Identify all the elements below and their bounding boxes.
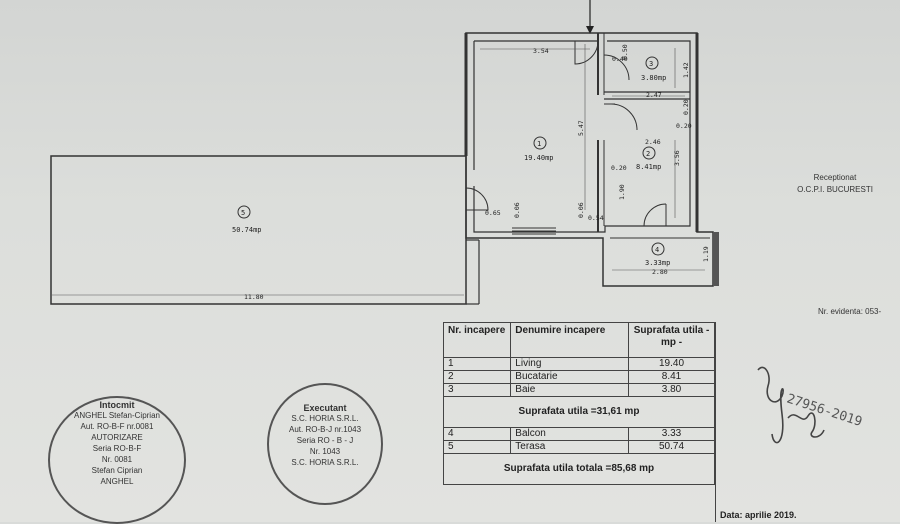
- row-val: 50.74: [628, 440, 715, 454]
- room-5-number: 5: [241, 209, 245, 217]
- dim-1180: 11.80: [244, 293, 264, 301]
- row-nr: 4: [442, 427, 512, 441]
- row-name: Baie: [510, 383, 630, 397]
- stamp-executant: Executant S.C. HORIA S.R.L. Aut. RO-B-J …: [267, 383, 383, 505]
- header-denumire: Denumire incapere: [510, 322, 630, 358]
- table-header: Nr. incapere Denumire incapere Suprafata…: [442, 322, 715, 358]
- stamp2-title: Executant: [303, 403, 347, 413]
- nr-evidenta: Nr. evidenta: 053-: [818, 307, 882, 316]
- room-2-number: 2: [646, 150, 650, 158]
- stamp2-line3: Seria RO - B - J: [296, 436, 354, 445]
- entry-arrow-head: [586, 26, 594, 34]
- stamp1-line1: ANGHEL Stefan-Ciprian: [74, 411, 160, 420]
- row-nr: 1: [442, 357, 512, 371]
- dim-020b: 0.20: [676, 122, 692, 130]
- table-row: 5 Terasa 50.74: [442, 440, 715, 454]
- subtotal-text: Suprafata utila =31,61 mp: [443, 396, 715, 428]
- stamp2-line4: Nr. 1043: [309, 447, 341, 456]
- table-row: 4 Balcon 3.33: [442, 427, 715, 441]
- room-1-number: 1: [537, 140, 541, 148]
- table-row: 2 Bucatarie 8.41: [442, 370, 715, 384]
- row-nr: 5: [442, 440, 512, 454]
- stamp1-title: Intocmit: [99, 400, 135, 410]
- dim-356: 3.56: [673, 150, 681, 166]
- balcony-hatch: [713, 232, 719, 286]
- room-3-area: 3.80mp: [641, 74, 666, 82]
- dim-065: 0.65: [485, 209, 501, 217]
- table-row: 1 Living 19.40: [442, 357, 715, 371]
- terrace-door: [465, 187, 489, 211]
- dim-006b: 0.06: [577, 202, 585, 218]
- floor-plan: 5 50.74mp 1 19.40mp 3 3.80mp 2 8.41mp 4 …: [50, 0, 719, 305]
- receptionat-title: Receptionat: [813, 173, 857, 182]
- dim-142: 1.42: [682, 62, 690, 78]
- stamp2-line1: S.C. HORIA S.R.L.: [291, 414, 359, 423]
- total-row: Suprafata utila totala =85,68 mp: [443, 453, 715, 485]
- receptionat-label: Receptionat O.C.P.I. BUCURESTI: [780, 172, 890, 196]
- stamp1-line6: Stefan Ciprian: [91, 466, 143, 475]
- dim-050: 0.50: [621, 44, 629, 60]
- dim-190: 1.90: [618, 184, 626, 200]
- row-name: Balcon: [510, 427, 630, 441]
- stamp1-line3: AUTORIZARE: [91, 433, 143, 442]
- room-1-marker: [533, 136, 547, 150]
- dim-054: 0.54: [588, 214, 604, 222]
- room-4-area: 3.33mp: [645, 259, 670, 267]
- room-2-area: 8.41mp: [636, 163, 661, 171]
- room-1-area: 19.40mp: [524, 154, 554, 162]
- stamp1-line5: Nr. 0081: [101, 455, 133, 464]
- entry-door: [574, 40, 599, 65]
- table-row: 3 Baie 3.80: [442, 383, 715, 397]
- total-text: Suprafata utila totala =85,68 mp: [443, 453, 715, 485]
- stamp1-line7: ANGHEL: [100, 477, 134, 486]
- header-nr: Nr. incapere: [442, 322, 512, 358]
- dim-119: 1.19: [702, 246, 710, 262]
- room-3-marker: [645, 56, 659, 70]
- stamp-intocmit: Intocmit ANGHEL Stefan-Ciprian Aut. RO-B…: [48, 396, 186, 524]
- dim-020a: 0.20: [682, 99, 690, 115]
- row-name: Living: [510, 357, 630, 371]
- dim-040: 0.40: [612, 55, 628, 63]
- areas-table: Nr. incapere Denumire incapere Suprafata…: [442, 322, 715, 485]
- bath-door: [603, 54, 630, 81]
- stamp1-line2: Aut. RO-B-F nr.0081: [80, 422, 154, 431]
- stamp2-line5: S.C. HORIA S.R.L.: [291, 458, 359, 467]
- header-suprafata: Suprafata utila - mp -: [628, 322, 715, 358]
- room-4-number: 4: [655, 246, 659, 254]
- dim-246: 2.46: [645, 138, 661, 146]
- signature-box: 27956-2019: [715, 322, 900, 522]
- stamp1-line4: Seria RO-B-F: [92, 444, 142, 453]
- kitchen-door: [610, 103, 638, 131]
- room-5-marker: [237, 205, 251, 219]
- row-name: Bucatarie: [510, 370, 630, 384]
- dim-006a: 0.06: [513, 202, 521, 218]
- document-date: Data: aprilie 2019.: [720, 510, 797, 520]
- room-2-marker: [642, 146, 656, 160]
- dim-280: 2.80: [652, 268, 668, 276]
- row-nr: 3: [442, 383, 512, 397]
- row-val: 8.41: [628, 370, 715, 384]
- row-name: Terasa: [510, 440, 630, 454]
- apartment-inner-wall: [473, 40, 691, 233]
- row-nr: 2: [442, 370, 512, 384]
- receptionat-office: O.C.P.I. BUCURESTI: [797, 185, 873, 194]
- balcony-door: [643, 203, 667, 227]
- dim-354: 3.54: [533, 47, 549, 55]
- row-val: 3.80: [628, 383, 715, 397]
- signature-number: 27956-2019: [785, 392, 864, 430]
- handwritten-signature: 27956-2019: [757, 366, 864, 444]
- subtotal-row: Suprafata utila =31,61 mp: [443, 396, 715, 428]
- dim-547: 5.47: [577, 120, 585, 136]
- room-3-number: 3: [649, 60, 653, 68]
- stamp2-line2: Aut. RO-B-J nr.1043: [288, 425, 362, 434]
- room-5-area: 50.74mp: [232, 226, 262, 234]
- row-val: 19.40: [628, 357, 715, 371]
- room-4-marker: [651, 242, 665, 256]
- dim-247: 2.47: [646, 91, 662, 99]
- row-val: 3.33: [628, 427, 715, 441]
- dim-020c: 0.20: [611, 164, 627, 172]
